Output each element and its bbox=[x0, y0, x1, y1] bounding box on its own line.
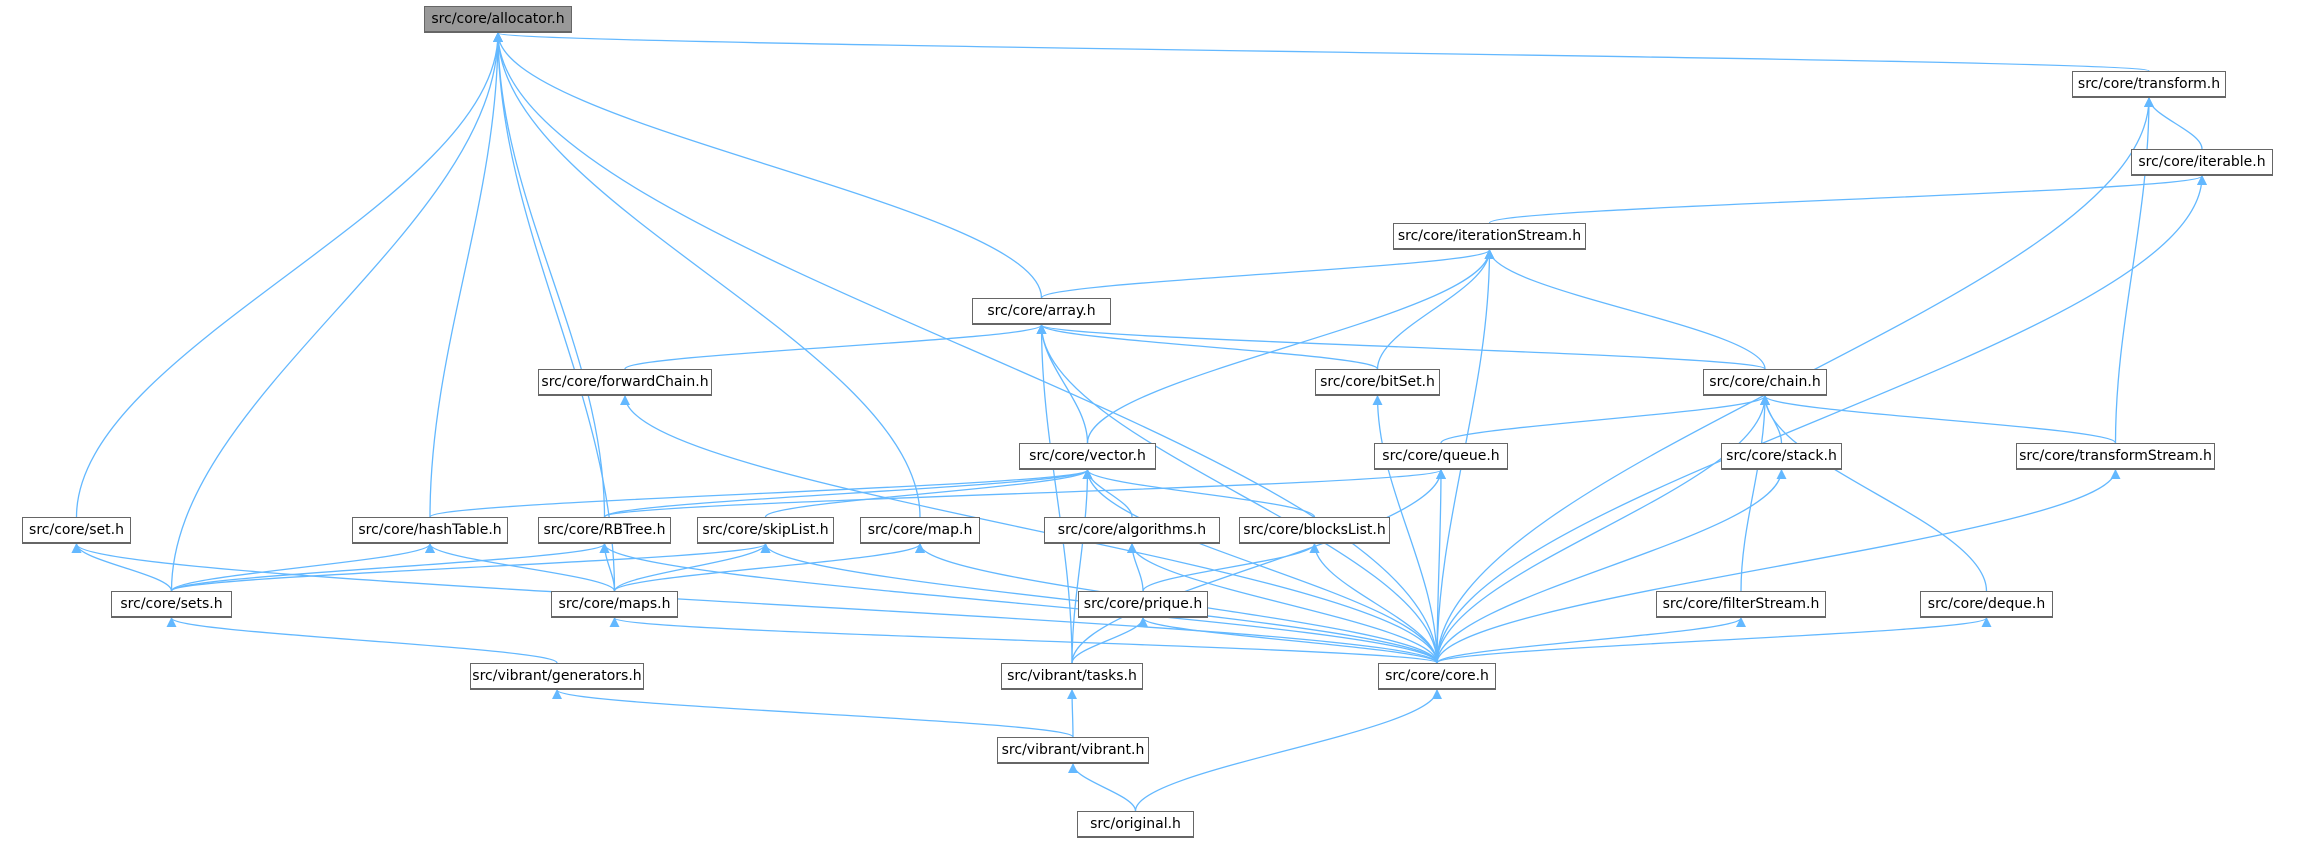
node-vector[interactable]: src/core/vector.h bbox=[1019, 443, 1156, 470]
node-iteration-stream[interactable]: src/core/iterationStream.h bbox=[1393, 223, 1586, 250]
node-hash-table[interactable]: src/core/hashTable.h bbox=[352, 517, 508, 544]
edge-core-to-array bbox=[1036, 324, 1438, 664]
edge-maps-to-allocator bbox=[493, 32, 616, 592]
edge-forwardChain-to-array bbox=[624, 324, 1047, 370]
node-sets[interactable]: src/core/sets.h bbox=[111, 591, 232, 618]
node-skip-list[interactable]: src/core/skipList.h bbox=[697, 517, 834, 544]
edge-core-to-deque bbox=[1436, 617, 1992, 664]
node-transform-stream[interactable]: src/core/transformStream.h bbox=[2016, 443, 2215, 470]
edge-maps-to-map bbox=[613, 543, 925, 592]
edge-chain-to-iterationStream bbox=[1484, 249, 1766, 370]
edge-transformStream-to-transform bbox=[2114, 97, 2154, 444]
edge-core-to-iterable bbox=[1436, 175, 2207, 664]
edge-chain-to-array bbox=[1036, 324, 1766, 370]
edge-core-to-vector bbox=[1082, 469, 1438, 664]
node-original[interactable]: src/original.h bbox=[1077, 811, 1194, 838]
edge-original-to-core bbox=[1134, 689, 1442, 812]
edge-core-to-prique bbox=[1138, 617, 1438, 664]
edge-bitSet-to-iterationStream bbox=[1376, 249, 1495, 370]
edge-sets-to-allocator bbox=[170, 32, 503, 592]
edge-tasks-to-array bbox=[1036, 324, 1073, 664]
node-rbtree[interactable]: src/core/RBTree.h bbox=[538, 517, 671, 544]
edge-bitSet-to-array bbox=[1036, 324, 1379, 370]
edge-core-to-queue bbox=[1435, 469, 1446, 664]
edge-core-to-algorithms bbox=[1127, 543, 1438, 664]
node-bitset[interactable]: src/core/bitSet.h bbox=[1315, 369, 1440, 396]
node-map[interactable]: src/core/map.h bbox=[860, 517, 980, 544]
node-set[interactable]: src/core/set.h bbox=[22, 517, 131, 544]
edge-maps-to-hashTable bbox=[425, 543, 616, 592]
edge-queue-to-chain bbox=[1440, 395, 1770, 444]
node-queue[interactable]: src/core/queue.h bbox=[1374, 443, 1508, 470]
edge-vibrant-to-tasks bbox=[1067, 689, 1078, 738]
edge-iterable-to-transform bbox=[2144, 97, 2203, 150]
edge-transformStream-to-chain bbox=[1760, 395, 2117, 444]
edge-vector-to-iterationStream bbox=[1086, 249, 1495, 444]
edge-skipList-to-vector bbox=[764, 469, 1093, 518]
edge-core-to-maps bbox=[609, 617, 1438, 664]
edge-transform-to-allocator bbox=[494, 32, 2150, 72]
node-filter-stream[interactable]: src/core/filterStream.h bbox=[1656, 591, 1826, 618]
edge-deque-to-chain bbox=[1760, 395, 1988, 592]
edge-core-to-set bbox=[71, 543, 1438, 664]
node-tasks[interactable]: src/vibrant/tasks.h bbox=[1001, 663, 1143, 690]
node-chain[interactable]: src/core/chain.h bbox=[1703, 369, 1827, 396]
edge-tasks-to-vector bbox=[1071, 469, 1093, 664]
edge-maps-to-skipList bbox=[613, 543, 771, 592]
edge-array-to-iterationStream bbox=[1040, 249, 1495, 299]
edge-core-to-allocator bbox=[493, 32, 1438, 664]
node-array[interactable]: src/core/array.h bbox=[972, 298, 1111, 325]
edge-core-to-bitSet bbox=[1372, 395, 1438, 664]
edge-core-to-RBTree bbox=[599, 543, 1438, 664]
edge-RBTree-to-allocator bbox=[493, 32, 606, 518]
edge-core-to-transformStream bbox=[1436, 469, 2121, 664]
node-iterable[interactable]: src/core/iterable.h bbox=[2131, 149, 2273, 176]
edge-generators-to-sets bbox=[166, 617, 558, 664]
edge-map-to-allocator bbox=[493, 32, 921, 518]
edge-tasks-to-queue bbox=[1071, 469, 1446, 664]
edge-set-to-allocator bbox=[75, 32, 503, 518]
node-core[interactable]: src/core/core.h bbox=[1378, 663, 1496, 690]
edge-sets-to-RBTree bbox=[170, 543, 610, 592]
edge-filterStream-to-chain bbox=[1740, 395, 1770, 592]
node-prique[interactable]: src/core/prique.h bbox=[1078, 591, 1208, 618]
node-stack[interactable]: src/core/stack.h bbox=[1721, 443, 1842, 470]
edge-array-to-allocator bbox=[493, 32, 1043, 299]
node-deque[interactable]: src/core/deque.h bbox=[1920, 591, 2053, 618]
edge-RBTree-to-vector bbox=[603, 469, 1093, 518]
edge-core-to-filterStream bbox=[1436, 617, 1746, 664]
edge-RBTree-to-queue bbox=[603, 469, 1446, 518]
edge-hashTable-to-vector bbox=[429, 469, 1093, 518]
node-transform[interactable]: src/core/transform.h bbox=[2072, 71, 2226, 98]
node-maps[interactable]: src/core/maps.h bbox=[551, 591, 678, 618]
edge-sets-to-hashTable bbox=[170, 543, 435, 592]
edge-prique-to-blocksList bbox=[1142, 543, 1320, 592]
edge-core-to-blocksList bbox=[1309, 543, 1438, 664]
node-blocks-list[interactable]: src/core/blocksList.h bbox=[1239, 517, 1390, 544]
edge-blocksList-to-vector bbox=[1082, 469, 1316, 518]
node-generators[interactable]: src/vibrant/generators.h bbox=[470, 663, 644, 690]
edge-hashTable-to-allocator bbox=[429, 32, 503, 518]
node-algorithms[interactable]: src/core/algorithms.h bbox=[1044, 517, 1220, 544]
node-vibrant[interactable]: src/vibrant/vibrant.h bbox=[997, 737, 1149, 764]
edge-original-to-vibrant bbox=[1068, 763, 1137, 812]
edge-sets-to-skipList bbox=[170, 543, 771, 592]
edge-core-to-stack bbox=[1436, 469, 1787, 664]
node-allocator: src/core/allocator.h bbox=[424, 6, 572, 33]
edge-vibrant-to-generators bbox=[552, 689, 1074, 738]
edge-iterationStream-to-iterable bbox=[1488, 175, 2207, 224]
node-forward-chain[interactable]: src/core/forwardChain.h bbox=[538, 369, 712, 396]
edge-core-to-forwardChain bbox=[620, 395, 1438, 664]
edge-core-to-chain bbox=[1436, 395, 1770, 664]
